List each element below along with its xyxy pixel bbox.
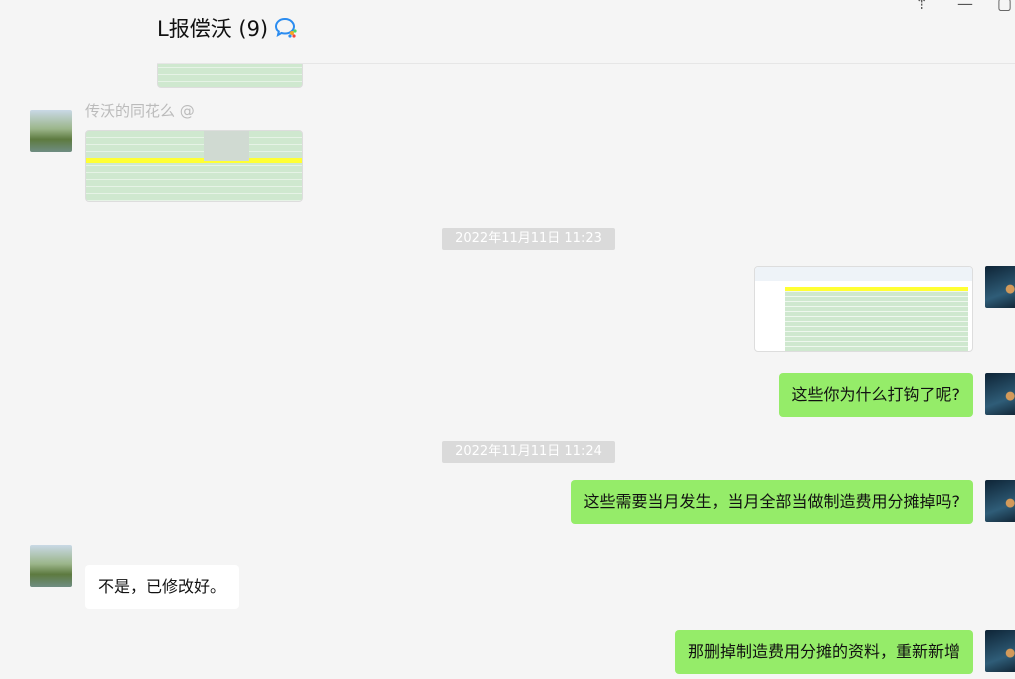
message-bubble[interactable]: 那删掉制造费用分摊的资料，重新新增: [674, 630, 973, 674]
image-message[interactable]: [754, 266, 973, 352]
chat-header: L报偿沃 (9) ⇡ — ▢: [157, 0, 1015, 64]
avatar[interactable]: [985, 373, 1015, 415]
pin-icon[interactable]: ⇡: [915, 0, 929, 13]
minimize-button[interactable]: —: [957, 0, 973, 13]
wecom-icon: [274, 17, 298, 44]
chat-title[interactable]: L报偿沃 (9): [157, 13, 298, 44]
avatar[interactable]: [985, 480, 1015, 522]
avatar[interactable]: [985, 266, 1015, 308]
timestamp: 2022年11月11日 11:23: [442, 228, 615, 250]
avatar[interactable]: [30, 545, 72, 587]
maximize-button[interactable]: ▢: [997, 0, 1013, 13]
message-bubble[interactable]: 这些你为什么打钩了呢?: [778, 373, 973, 417]
message-bubble[interactable]: 这些需要当月发生，当月全部当做制造费用分摊掉吗?: [570, 480, 973, 524]
timestamp: 2022年11月11日 11:24: [442, 441, 615, 463]
avatar[interactable]: [30, 110, 72, 152]
partial-message-text: 传沃的同花么 @: [85, 102, 195, 120]
avatar[interactable]: [985, 630, 1015, 672]
image-message[interactable]: [85, 130, 303, 202]
message-bubble[interactable]: 不是，已修改好。: [85, 565, 240, 609]
